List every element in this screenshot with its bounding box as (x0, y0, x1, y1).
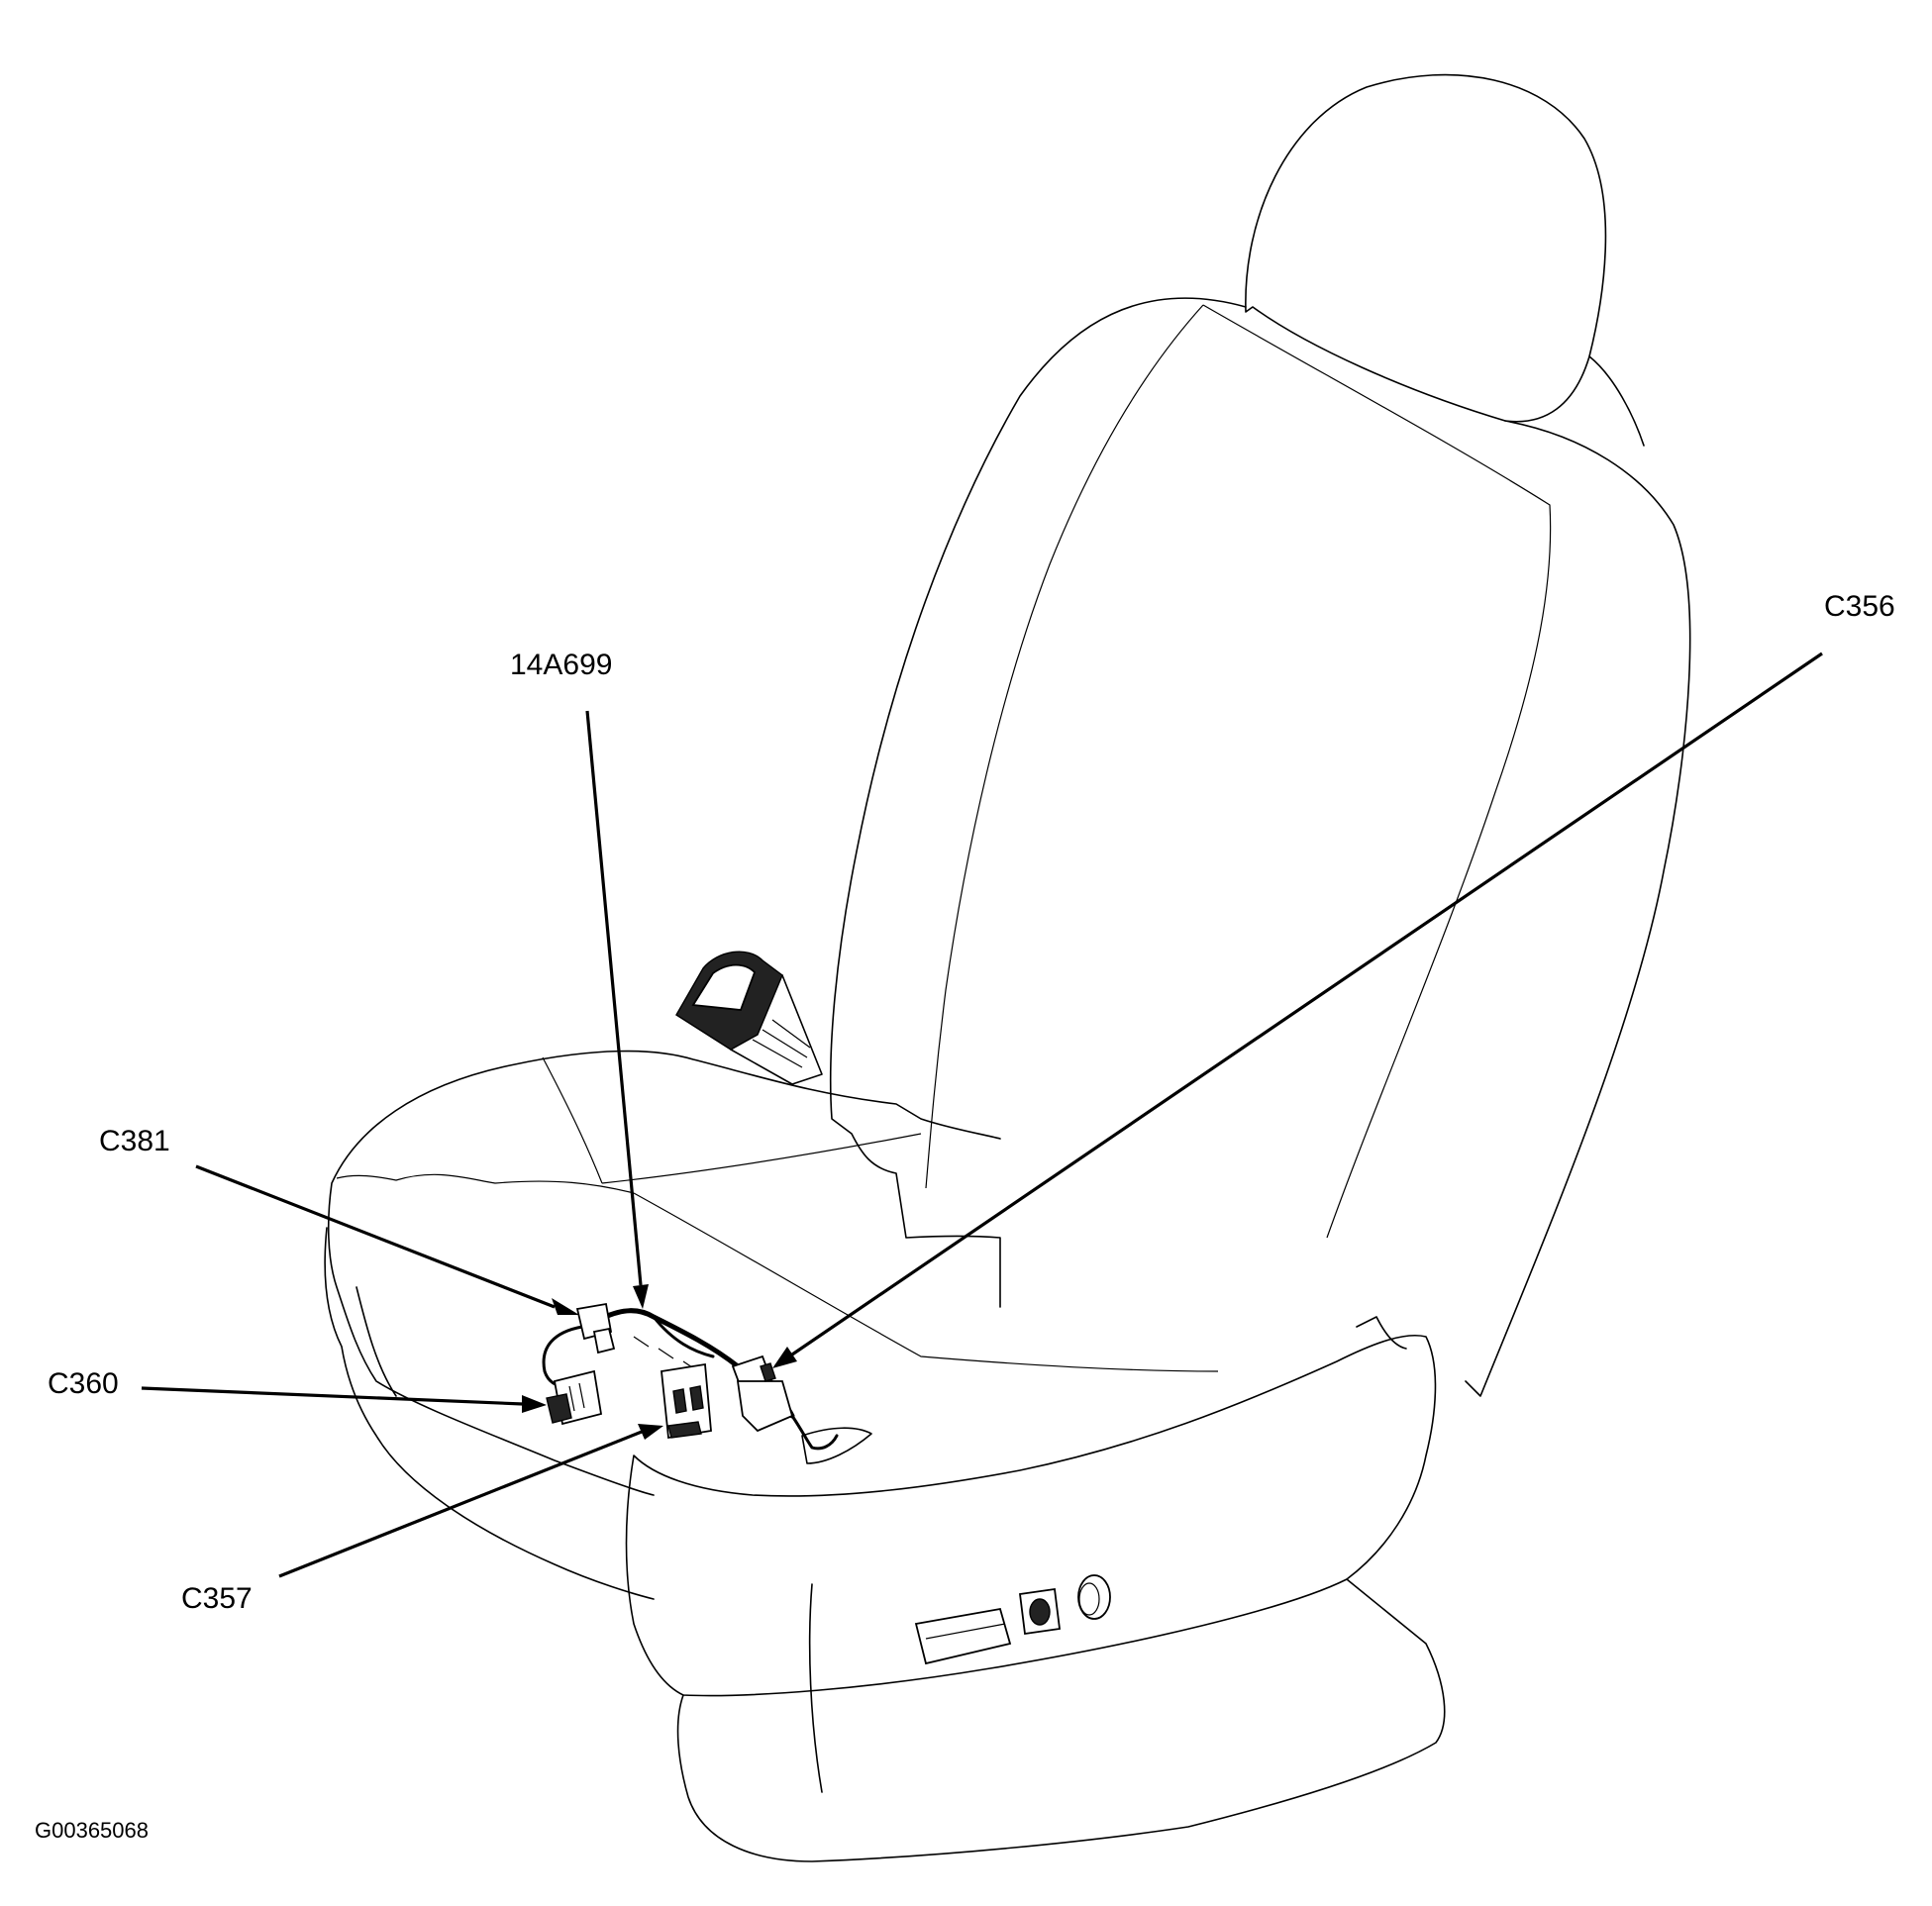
leader-c356 (772, 652, 1823, 1368)
headrest-outline (1245, 73, 1607, 423)
label-c356: C356 (1824, 590, 1895, 623)
seat-belt-buckle (675, 951, 823, 1085)
leader-c357 (278, 1424, 663, 1578)
label-c357: C357 (181, 1582, 253, 1615)
seat-base-outline (676, 1578, 1446, 1862)
cushion-front-edge (324, 1227, 655, 1600)
label-c381: C381 (99, 1125, 170, 1157)
recline-lever (801, 1427, 872, 1464)
connector-c356 (731, 1354, 794, 1433)
connector-c381 (575, 1302, 616, 1354)
label-c360: C360 (48, 1367, 119, 1400)
connector-c360 (546, 1369, 603, 1426)
seatback-inner-panel (925, 304, 1552, 1239)
figure-id: G00365068 (35, 1818, 149, 1843)
leader-c360 (141, 1386, 547, 1413)
cushion-seams (336, 1056, 1219, 1372)
leader-14a699 (585, 710, 649, 1309)
seat-switch-panel (914, 1574, 1111, 1665)
label-14a699: 14A699 (510, 649, 613, 681)
seatback-outline (829, 297, 1691, 1397)
connector-c357 (661, 1362, 712, 1440)
leader-c381 (195, 1164, 579, 1315)
cushion-top-outline (327, 1050, 1001, 1496)
